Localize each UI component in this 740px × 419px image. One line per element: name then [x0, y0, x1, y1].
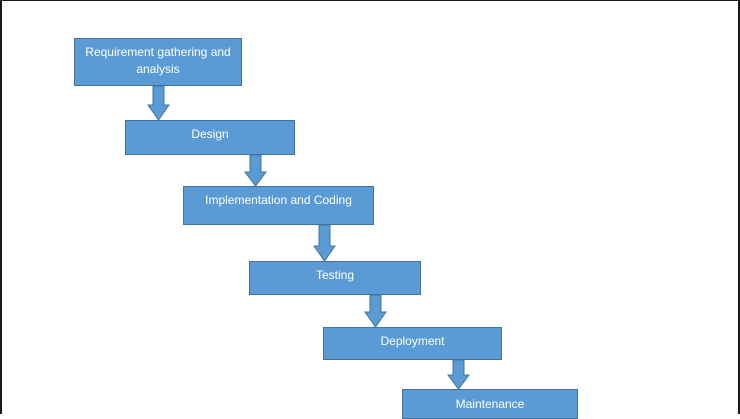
down-arrow-icon: [147, 85, 170, 121]
down-arrow-icon: [447, 359, 470, 390]
step-label: Testing: [315, 268, 355, 282]
step-label: Requirement gathering and analysis: [85, 45, 231, 76]
step-label: Deployment: [380, 334, 445, 348]
step-label: Maintenance: [455, 397, 525, 411]
step-label: Implementation and Coding: [205, 193, 352, 207]
down-arrow-icon: [364, 294, 387, 328]
down-arrow-icon: [313, 224, 336, 262]
step-implementation-coding: Implementation and Coding: [183, 186, 374, 225]
step-requirement-gathering: Requirement gathering and analysis: [74, 38, 242, 86]
step-deployment: Deployment: [323, 327, 502, 360]
step-label: Design: [191, 127, 229, 141]
down-arrow-icon: [244, 154, 267, 187]
step-design: Design: [125, 120, 295, 155]
step-testing: Testing: [249, 261, 421, 295]
